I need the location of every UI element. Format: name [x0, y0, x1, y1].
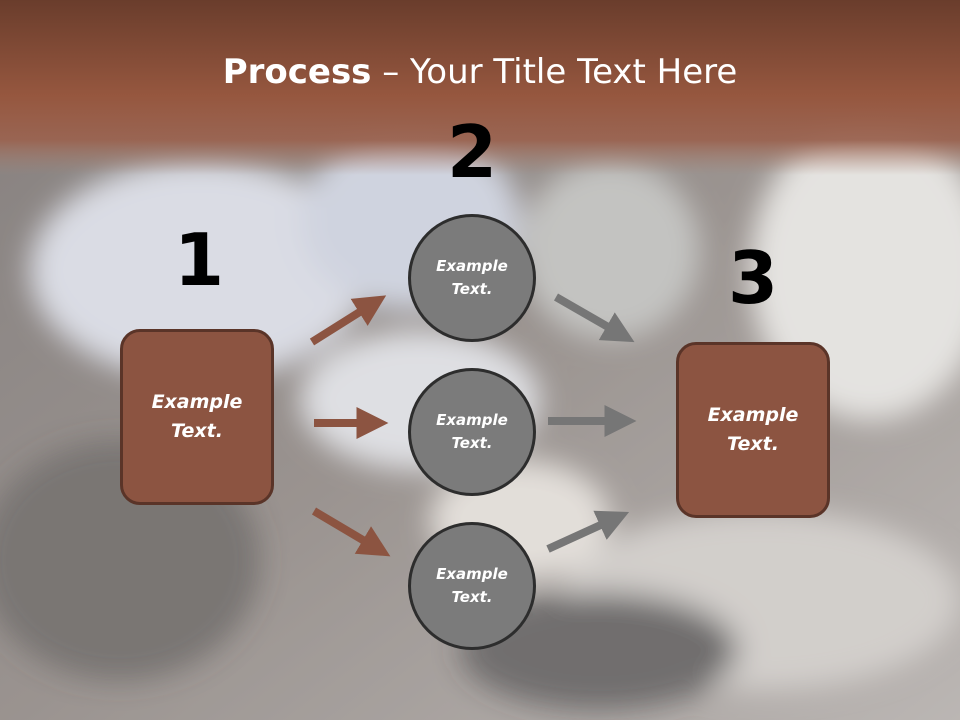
right-box-line2: Text. — [727, 433, 779, 455]
arrow-to-circle-1 — [309, 295, 387, 346]
title-bold: Process — [222, 52, 372, 92]
step-number-1: 1 — [173, 218, 225, 302]
right-box-line1: Example — [707, 404, 799, 426]
circle-3-line2: Text. — [451, 588, 493, 606]
arrow-from-circle-3 — [546, 510, 630, 553]
step-number-2: 2 — [446, 110, 498, 194]
circle-3-line1: Example — [436, 565, 508, 583]
circle-2-line2: Text. — [451, 434, 493, 452]
circle-3: Example Text. — [408, 522, 536, 650]
circle-1-line2: Text. — [451, 280, 493, 298]
left-box-line2: Text. — [171, 420, 223, 442]
arrow-from-circle-1 — [554, 293, 635, 343]
arrow-to-circle-3 — [311, 507, 391, 557]
title-rest: – Your Title Text Here — [371, 52, 738, 92]
left-box: Example Text. — [120, 329, 274, 505]
circle-1-line1: Example — [436, 257, 508, 275]
circle-2: Example Text. — [408, 368, 536, 496]
left-box-line1: Example — [151, 391, 243, 413]
right-box: Example Text. — [676, 342, 830, 518]
circle-2-line1: Example — [436, 411, 508, 429]
slide-title: Process – Your Title Text Here — [0, 52, 960, 92]
circle-1: Example Text. — [408, 214, 536, 342]
step-number-3: 3 — [727, 236, 779, 320]
